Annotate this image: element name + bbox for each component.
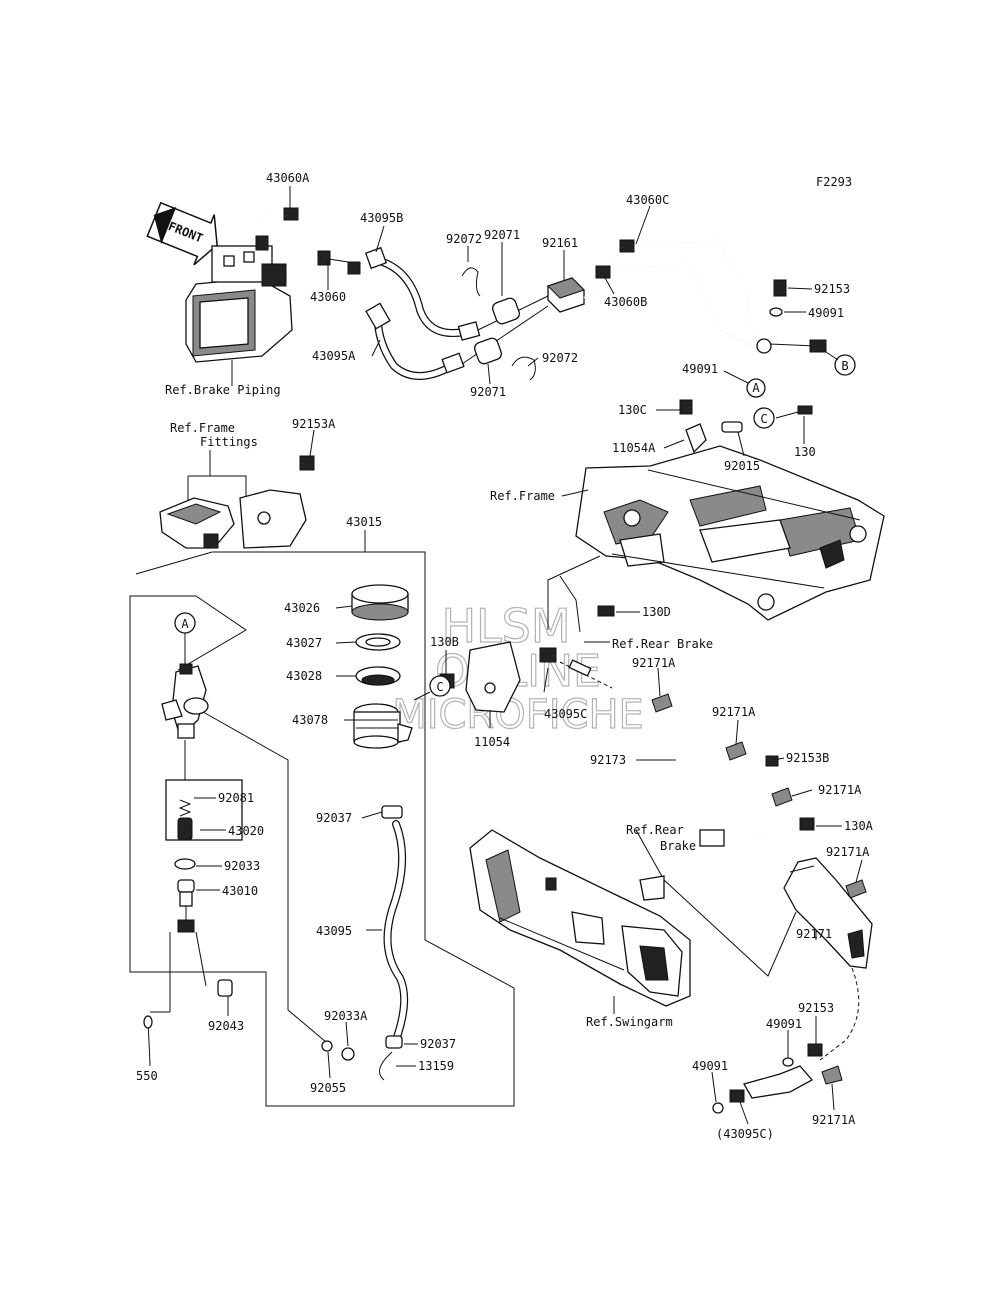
label-43020: 43020 [228,824,264,838]
callout-c-top-label: C [760,412,767,426]
label-92081: 92081 [218,791,254,805]
reservoir [321,584,413,1081]
label-92033: 92033 [224,859,260,873]
watermark: HLSM ONLINE MICROFICHE [392,598,645,738]
label-13159: 13159 [418,1059,454,1073]
label-49091-bottom: 49091 [692,1059,728,1073]
label-92153-top: 92153 [814,282,850,296]
label-43010: 43010 [222,884,258,898]
callout-c-mid: C [413,675,451,701]
label-130: 130 [794,445,816,459]
label-43026: 43026 [284,601,320,615]
label-43060A: 43060A [266,171,310,185]
label-92153B: 92153B [786,751,829,765]
label-43095: 43095 [316,924,352,938]
abs-unit [185,245,293,386]
callout-c-top: C [753,407,775,429]
callout-a-top-label: A [752,381,760,395]
label-130D: 130D [642,605,671,619]
label-130A: 130A [844,819,874,833]
label-43015: 43015 [346,515,382,529]
label-92161: 92161 [542,236,578,250]
rear-brake-area [439,605,873,1114]
label-92043: 92043 [208,1019,244,1033]
rear-frame [547,399,885,633]
label-49091-lower: 49091 [766,1017,802,1031]
label-43095C: 43095C [544,707,587,721]
top-brake-lines [255,207,827,381]
label-43095A: 43095A [312,349,356,363]
label-43060B: 43060B [604,295,647,309]
callout-a-top: A [746,378,766,398]
label-92071-lower: 92071 [470,385,506,399]
label-92171A-1: 92171A [632,656,676,670]
label-92055: 92055 [310,1081,346,1095]
label-92171A-5: 92171A [812,1113,856,1127]
label-92173: 92173 [590,753,626,767]
label-92072-top: 92072 [446,232,482,246]
frame-fittings [159,450,315,549]
leader-lines [149,186,863,1125]
label-11054A: 11054A [612,441,656,455]
part-labels: F2293 43060A 43095B 92072 92161 43060C 9… [136,171,874,1141]
ref-frame-fittings-line1: Ref.Frame [170,421,235,435]
label-43095C-ref: (43095C) [716,1127,774,1141]
ref-rear-brake2-line1: Ref.Rear [626,823,684,837]
label-92153-lower: 92153 [798,1001,834,1015]
label-92171: 92171 [796,927,832,941]
ref-frame-fittings-line2: Fittings [200,435,258,449]
callout-b: B [825,351,856,376]
label-43028: 43028 [286,669,322,683]
ref-rear-brake-label: Ref.Rear Brake [612,637,713,651]
swingarm [469,829,691,1014]
ref-swingarm-label: Ref.Swingarm [586,1015,673,1029]
watermark-line-3: MICROFICHE [392,692,644,738]
ref-brake-piping-label: Ref.Brake Piping [165,383,281,397]
label-92171A-4: 92171A [826,845,870,859]
label-92037-top: 92037 [316,811,352,825]
callout-a-left-label: A [181,617,189,631]
front-arrow: FRONT [146,201,218,266]
label-43060C: 43060C [626,193,669,207]
diagram-code: F2293 [816,175,852,189]
label-92015: 92015 [724,459,760,473]
label-550: 550 [136,1069,158,1083]
ref-rear-brake2-line2: Brake [660,839,696,853]
label-92033A: 92033A [324,1009,368,1023]
label-43095B: 43095B [360,211,403,225]
label-43078: 43078 [292,713,328,727]
label-92153A: 92153A [292,417,336,431]
label-49091-top: 49091 [808,306,844,320]
label-130C: 130C [618,403,647,417]
label-11054: 11054 [474,735,510,749]
label-43027: 43027 [286,636,322,650]
label-130B: 130B [430,635,459,649]
label-92037-lower: 92037 [420,1037,456,1051]
callout-b-label: B [841,359,848,373]
group-outlines [129,530,515,1107]
label-43060: 43060 [310,290,346,304]
label-92171A-3: 92171A [818,783,862,797]
label-92072-lower: 92072 [542,351,578,365]
callout-c-mid-label: C [436,680,443,694]
label-49091-mid: 49091 [682,362,718,376]
ref-frame-label: Ref.Frame [490,489,555,503]
label-92071-top: 92071 [484,228,520,242]
label-92171A-2: 92171A [712,705,756,719]
callout-a-left: A [174,612,196,664]
